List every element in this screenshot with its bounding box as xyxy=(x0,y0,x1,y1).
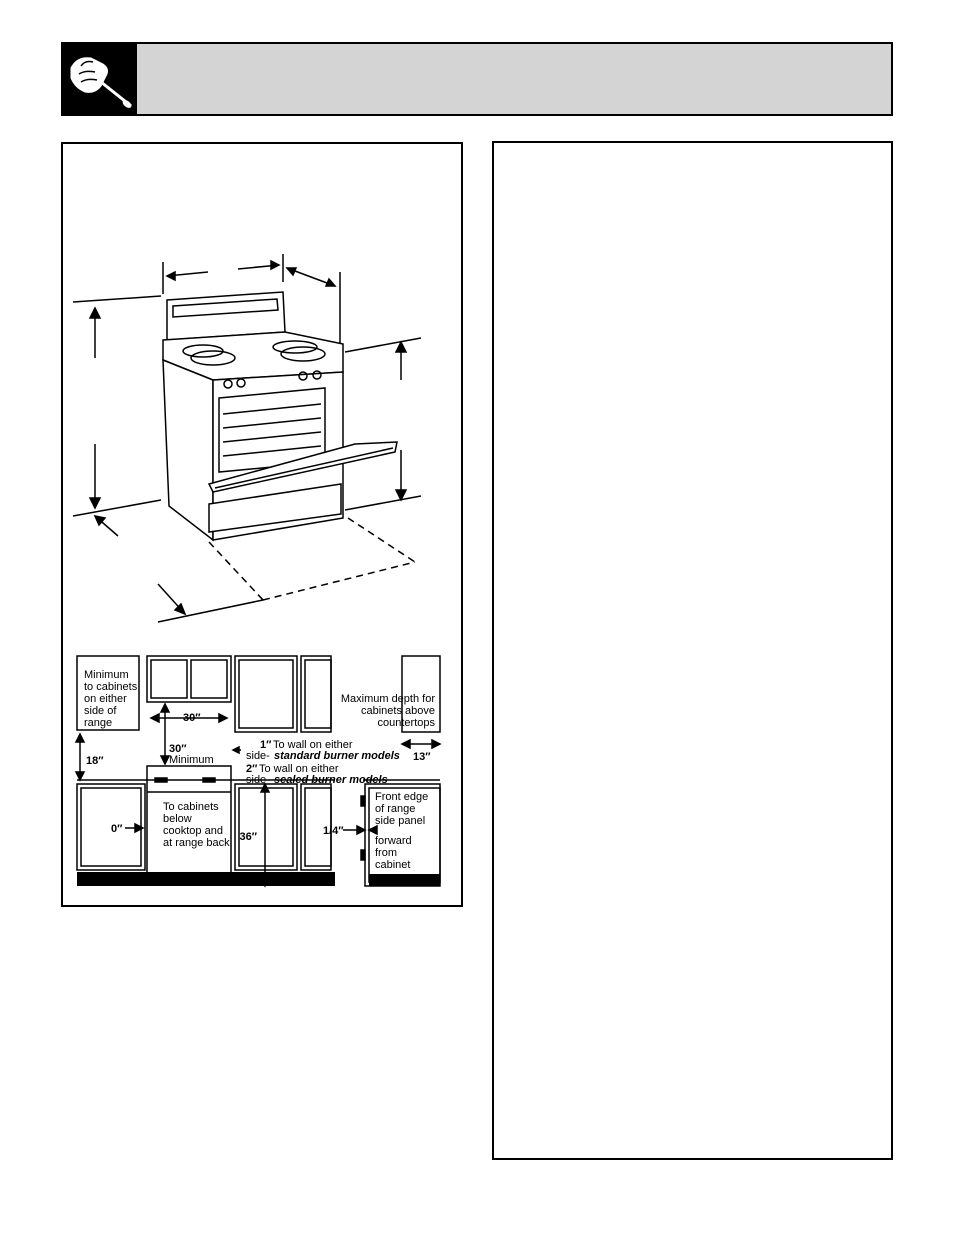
wall-standard-model: standard burner models xyxy=(274,750,400,762)
cabinet-note-line-4: side of xyxy=(84,705,117,717)
dim-18: 18″ xyxy=(86,755,104,767)
depth-note-line-3: countertops xyxy=(378,717,436,729)
dim-36: 36″ xyxy=(239,831,257,843)
dim-30-width: 30″ xyxy=(183,712,201,724)
cabinet-elevation-drawing xyxy=(74,655,442,888)
wall-sealed-side: side- xyxy=(246,774,270,786)
right-content-panel xyxy=(492,141,893,1160)
depth-note-line-1: Maximum depth for xyxy=(341,693,435,705)
cabinet-note-line-2: to cabinets xyxy=(84,681,138,693)
front-edge-note-line-6: cabinet xyxy=(375,859,410,871)
front-edge-note-line-3: side panel xyxy=(375,815,425,827)
dim-30-minimum-label: Minimum xyxy=(169,754,214,766)
front-edge-note-line-4: forward xyxy=(375,835,412,847)
clearance-diagram-panel: Minimum to cabinets on either side of ra… xyxy=(61,142,463,907)
dim-13: 13″ xyxy=(413,751,431,763)
depth-note-line-2: cabinets above xyxy=(361,705,435,717)
cabinet-note-line-1: Minimum xyxy=(84,669,129,681)
wall-sealed-model: sealed burner models xyxy=(274,774,388,786)
dim-30-minimum-value: 30″ xyxy=(169,743,187,755)
dim-0: 0″ xyxy=(111,823,123,835)
hand-tool-graphic xyxy=(70,57,132,108)
wall-sealed-number: 2″ xyxy=(246,763,258,775)
wall-sealed-text: To wall on either xyxy=(259,763,339,775)
cabinet-note-line-3: on either xyxy=(84,693,127,705)
cabinet-note-line-5: range xyxy=(84,717,112,729)
front-edge-note-line-2: of range xyxy=(375,803,415,815)
below-note-line-3: cooktop and xyxy=(163,825,223,837)
below-note-line-4: at range back xyxy=(163,837,230,849)
wall-standard-text: To wall on either xyxy=(273,739,353,751)
below-note-line-1: To cabinets xyxy=(163,801,219,813)
front-edge-note-line-5: from xyxy=(375,847,397,859)
front-edge-note-line-1: Front edge xyxy=(375,791,428,803)
below-note-line-2: below xyxy=(163,813,192,825)
wall-standard-number: 1″ xyxy=(260,739,272,751)
hand-tool-icon xyxy=(63,44,137,114)
page-header-bar xyxy=(61,42,893,116)
range-isometric-drawing xyxy=(72,254,422,623)
range-clearance-diagram: Minimum to cabinets on either side of ra… xyxy=(72,254,442,888)
wall-standard-side: side- xyxy=(246,750,270,762)
dim-quarter-inch: 1/4″ xyxy=(323,825,344,837)
